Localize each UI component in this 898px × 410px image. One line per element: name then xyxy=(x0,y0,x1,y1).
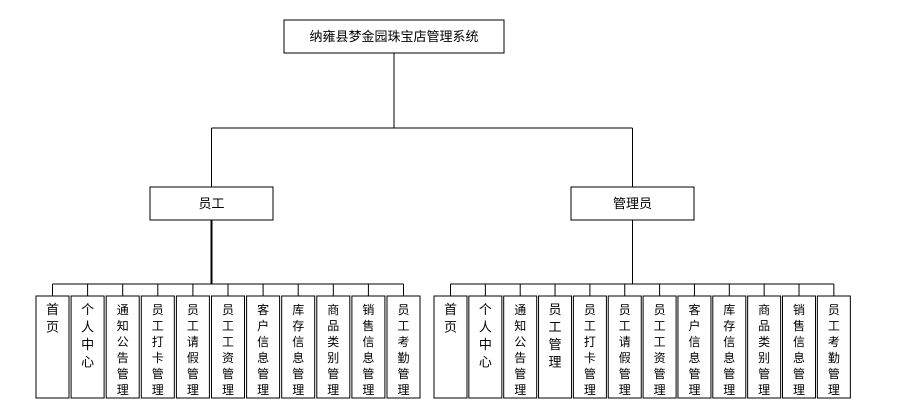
module-label: 销售信息管理 xyxy=(793,303,805,397)
module-label: 通知公告管理 xyxy=(117,303,129,397)
module-box xyxy=(503,295,538,399)
module-box xyxy=(433,295,468,399)
module-label: 客户信息管理 xyxy=(688,302,700,397)
module-node: 通知公告管理 xyxy=(503,295,538,399)
module-box xyxy=(677,295,712,399)
module-node: 商品类别管理 xyxy=(747,295,782,399)
module-box xyxy=(572,295,607,399)
module-box xyxy=(105,295,140,399)
module-box xyxy=(607,295,642,399)
module-label: 商品类别管理 xyxy=(758,302,770,397)
module-label: 客户信息管理 xyxy=(257,302,269,397)
module-node: 商品类别管理 xyxy=(316,295,351,399)
module-label: 个人中心 xyxy=(81,303,94,371)
module-node: 首页 xyxy=(35,295,70,399)
module-box xyxy=(140,295,175,399)
module-label: 员工工资管理 xyxy=(222,303,234,397)
module-node: 员工管理 xyxy=(538,295,573,399)
connector-lines xyxy=(52,53,835,296)
module-node: 库存信息管理 xyxy=(281,295,316,399)
module-label: 库存信息管理 xyxy=(723,302,735,397)
module-node: 员工请假管理 xyxy=(175,295,210,399)
module-label: 员工请假管理 xyxy=(187,303,199,397)
module-box xyxy=(747,295,782,399)
module-node: 个人中心 xyxy=(468,295,503,399)
module-box xyxy=(281,295,316,399)
module-node: 通知公告管理 xyxy=(105,295,140,399)
module-node: 员工打卡管理 xyxy=(140,295,175,399)
role-label-employee: 员工 xyxy=(198,197,224,212)
module-label: 商品类别管理 xyxy=(327,302,339,397)
module-label: 首页 xyxy=(46,303,59,336)
module-label: 首页 xyxy=(444,303,457,336)
module-node: 库存信息管理 xyxy=(712,295,747,399)
module-box xyxy=(246,295,281,399)
module-node: 员工工资管理 xyxy=(642,295,677,399)
module-box xyxy=(316,295,351,399)
module-box xyxy=(351,295,386,399)
module-node: 客户信息管理 xyxy=(246,295,281,399)
module-node: 销售信息管理 xyxy=(351,295,386,399)
module-label: 通知公告管理 xyxy=(514,303,526,397)
module-label: 员工管理 xyxy=(549,303,562,371)
root-label: 纳雍县梦金园珠宝店管理系统 xyxy=(309,29,478,45)
module-node: 员工考勤管理 xyxy=(816,295,851,399)
module-box xyxy=(211,295,245,399)
module-box xyxy=(35,295,70,399)
module-box xyxy=(712,295,747,399)
root-node: 纳雍县梦金园珠宝店管理系统 xyxy=(283,19,505,54)
module-label: 员工考勤管理 xyxy=(828,303,840,397)
module-node: 个人中心 xyxy=(70,295,105,399)
role-node-employee: 员工 xyxy=(149,186,274,221)
module-label: 销售信息管理 xyxy=(362,303,374,397)
module-label: 个人中心 xyxy=(479,303,492,371)
module-box xyxy=(70,295,105,399)
module-node: 客户信息管理 xyxy=(677,295,712,399)
module-box xyxy=(538,295,573,399)
module-label: 员工工资管理 xyxy=(654,303,666,397)
module-node: 员工打卡管理 xyxy=(572,295,607,399)
role-node-admin: 管理员 xyxy=(570,186,695,221)
module-node: 销售信息管理 xyxy=(782,295,816,399)
module-box xyxy=(642,295,677,399)
module-node: 员工工资管理 xyxy=(211,295,245,399)
module-box xyxy=(386,295,421,399)
module-label: 员工请假管理 xyxy=(619,303,631,397)
module-label: 库存信息管理 xyxy=(292,302,304,397)
module-box xyxy=(175,295,210,399)
module-node: 员工考勤管理 xyxy=(386,295,421,399)
module-label: 员工打卡管理 xyxy=(584,303,596,397)
role-label-admin: 管理员 xyxy=(613,197,652,212)
module-box xyxy=(816,295,851,399)
module-nodes: 首页 个人中心 通知公告管理 员工打卡管理 员工请假管理 员工工资管理 客户信息管理 库存信息… xyxy=(35,295,851,399)
module-label: 员工考勤管理 xyxy=(397,303,409,397)
module-node: 员工请假管理 xyxy=(607,295,642,399)
module-box xyxy=(468,295,503,399)
module-label: 员工打卡管理 xyxy=(152,303,164,397)
module-box xyxy=(782,295,816,399)
module-node: 首页 xyxy=(433,295,468,399)
